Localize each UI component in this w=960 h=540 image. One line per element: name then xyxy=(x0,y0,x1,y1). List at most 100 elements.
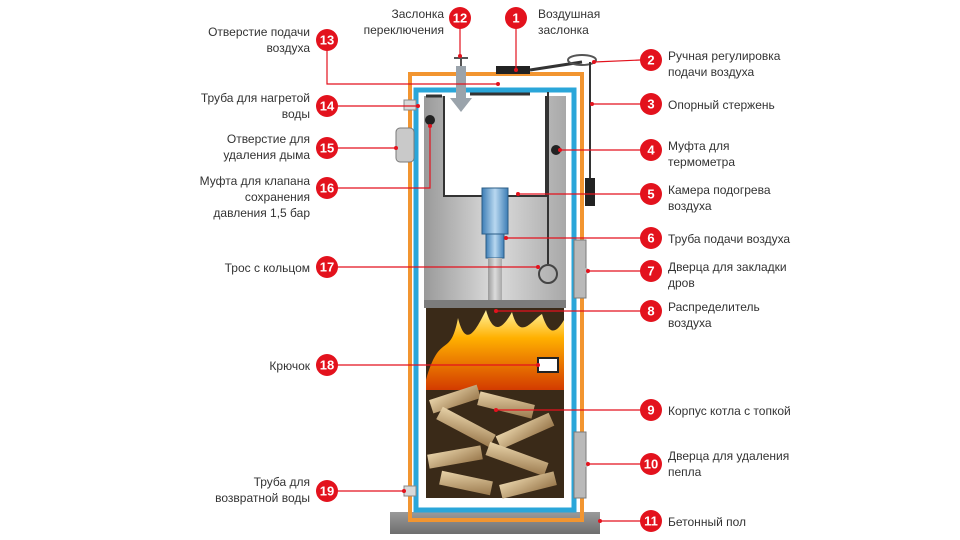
callout-marker-18: 18 xyxy=(316,354,338,376)
callout-number-13: 13 xyxy=(320,33,334,48)
callout-marker-7: 7 xyxy=(640,260,662,282)
thermometer-sleeve xyxy=(551,145,561,155)
air-supply-pipe xyxy=(481,187,509,235)
callout-marker-17: 17 xyxy=(316,256,338,278)
leader-dot-9 xyxy=(494,408,498,412)
callout-marker-6: 6 xyxy=(640,227,662,249)
callout-label-line: Воздушная xyxy=(538,7,601,21)
callout-label-7: Дверца для закладки дров xyxy=(668,259,787,291)
callout-label-19: Труба для возвратной воды xyxy=(200,474,310,506)
leader-dot-19 xyxy=(402,489,406,493)
callout-marker-12: 12 xyxy=(449,7,471,29)
callout-label-11: Бетонный пол xyxy=(668,514,746,530)
callout-number-4: 4 xyxy=(647,143,655,158)
hot-water-pipe xyxy=(403,99,417,111)
handwheel xyxy=(567,54,597,66)
callout-label-18: Крючок xyxy=(200,358,310,374)
callout-label-line: воды xyxy=(281,107,310,121)
air-distributor xyxy=(424,300,566,308)
callout-marker-9: 9 xyxy=(640,399,662,421)
leader-dot-16 xyxy=(428,124,432,128)
smoke-outlet xyxy=(395,127,415,163)
callout-label-5: Камера подогрева воздуха xyxy=(668,182,771,214)
callout-label-line: Труба для xyxy=(253,475,310,489)
callout-number-5: 5 xyxy=(647,187,654,202)
callout-marker-13: 13 xyxy=(316,29,338,51)
callout-label-line: пепла xyxy=(668,465,702,479)
callout-number-12: 12 xyxy=(453,11,467,26)
callout-label-line: удаления дыма xyxy=(223,148,310,162)
pressure-valve-sleeve xyxy=(425,115,435,125)
callout-number-10: 10 xyxy=(644,457,658,472)
leader-dot-14 xyxy=(416,104,420,108)
callout-label-line: термометра xyxy=(668,155,736,169)
leader-dot-17 xyxy=(536,265,540,269)
callout-marker-4: 4 xyxy=(640,139,662,161)
callout-label-line: воздуха xyxy=(668,199,712,213)
callout-number-14: 14 xyxy=(320,99,335,114)
callout-label-line: Дверца для удаления xyxy=(668,449,790,463)
callout-label-line: Камера подогрева xyxy=(668,183,771,197)
leader-dot-5 xyxy=(516,192,520,196)
callout-number-2: 2 xyxy=(647,53,654,68)
cable-ring xyxy=(538,264,558,284)
leader-dot-8 xyxy=(494,309,498,313)
callout-label-16: Муфта для клапана сохранения давления 1,5 … xyxy=(180,173,310,221)
callout-number-8: 8 xyxy=(647,304,654,319)
callout-label-line: Отверстие для xyxy=(226,132,310,146)
leader-dot-13 xyxy=(496,82,500,86)
callout-number-16: 16 xyxy=(320,181,334,196)
callout-label-line: переключения xyxy=(363,23,444,37)
callout-marker-14: 14 xyxy=(316,95,338,117)
callout-label-10: Дверца для удаления пепла xyxy=(668,448,789,480)
callout-label-line: возвратной воды xyxy=(215,491,310,505)
leader-dot-7 xyxy=(586,269,590,273)
hook xyxy=(537,357,559,373)
callout-marker-15: 15 xyxy=(316,137,338,159)
callout-label-line: подачи воздуха xyxy=(668,65,755,79)
callout-marker-1: 1 xyxy=(505,7,527,29)
callout-number-7: 7 xyxy=(647,264,654,279)
callout-number-3: 3 xyxy=(647,97,654,112)
callout-number-18: 18 xyxy=(320,358,334,373)
callout-marker-2: 2 xyxy=(640,49,662,71)
callout-number-19: 19 xyxy=(320,484,334,499)
callout-label-line: давления 1,5 бар xyxy=(213,206,310,220)
callout-marker-11: 11 xyxy=(640,510,662,532)
support-rod-weight xyxy=(585,178,595,206)
leader-line-13 xyxy=(326,40,498,85)
callout-marker-19: 19 xyxy=(316,480,338,502)
callout-label-6: Труба подачи воздуха xyxy=(668,231,790,247)
callout-label-line: Муфта для xyxy=(668,139,730,153)
callout-label-line: Муфта для клапана xyxy=(199,174,310,188)
callout-label-3: Опорный стержень xyxy=(668,97,775,113)
callout-label-line: Заслонка xyxy=(391,7,444,21)
callout-label-line: Труба подачи воздуха xyxy=(668,232,791,246)
callout-label-line: Дверца для закладки xyxy=(668,260,787,274)
callout-label-4: Муфта для термометра xyxy=(668,138,735,170)
callout-number-9: 9 xyxy=(647,403,654,418)
leader-dot-11 xyxy=(598,519,602,523)
callout-label-line: сохранения xyxy=(244,190,310,204)
leader-dot-4 xyxy=(558,148,562,152)
callout-label-line: Отверстие подачи xyxy=(208,25,310,39)
flames xyxy=(426,310,564,390)
callout-label-9: Корпус котла с топкой xyxy=(668,403,791,419)
callout-label-line: Опорный стержень xyxy=(668,98,775,112)
callout-label-line: воздуха xyxy=(266,41,310,55)
callout-label-line: дров xyxy=(668,276,695,290)
callout-number-6: 6 xyxy=(647,231,654,246)
leader-dot-12 xyxy=(458,54,462,58)
callout-label-12: Заслонка переключения xyxy=(362,6,444,38)
leader-dot-6 xyxy=(504,236,508,240)
callout-marker-10: 10 xyxy=(640,453,662,475)
leader-dot-2 xyxy=(592,60,596,64)
callout-label-line: Бетонный пол xyxy=(668,515,747,529)
callout-marker-8: 8 xyxy=(640,300,662,322)
air-damper xyxy=(496,66,530,74)
callout-number-1: 1 xyxy=(512,11,519,26)
